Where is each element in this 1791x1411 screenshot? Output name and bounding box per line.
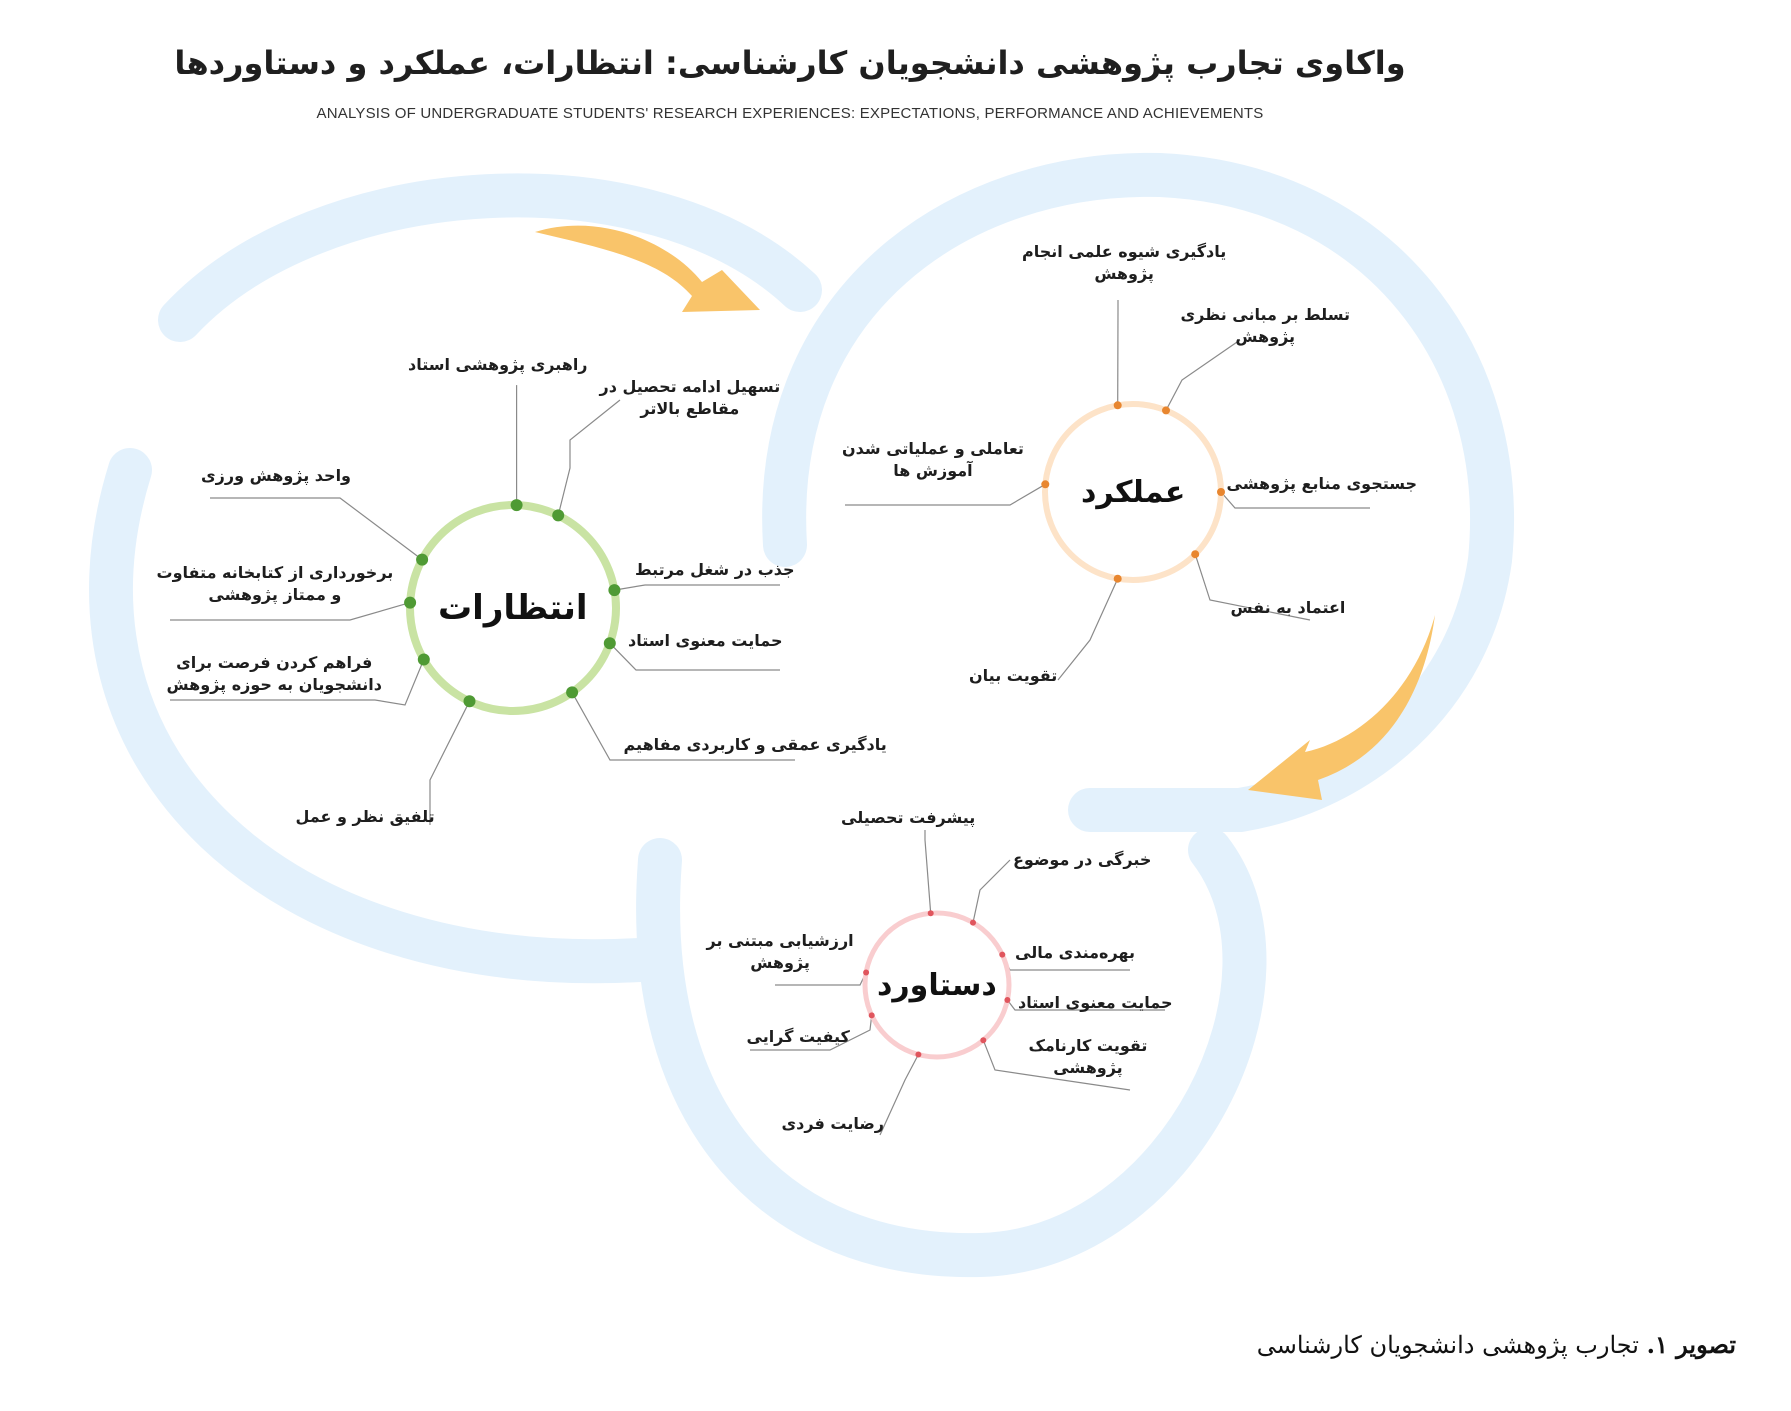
leader-performance-4 xyxy=(1057,578,1119,681)
node-dot-performance-5 xyxy=(1041,480,1050,489)
diagram-title: واکاوی تجارب پژوهشی دانشجویان کارشناسی: … xyxy=(174,44,1406,82)
node-dot-performance-4 xyxy=(1113,574,1122,583)
background-cycle-rings xyxy=(89,152,1514,1278)
caption-number: تصویر ۱. xyxy=(1646,1330,1736,1359)
node-label-achievements-5: رضایت فردی xyxy=(781,1114,885,1133)
node-label-expectations-4: یادگیری عمقی و کاربردی مفاهیم xyxy=(623,735,887,754)
node-dot-expectations-4 xyxy=(566,686,579,699)
figure-caption: تصویر ۱. تجارب پژوهشی دانشجویان کارشناسی xyxy=(1257,1330,1736,1359)
node-dot-achievements-0 xyxy=(927,910,934,917)
node-label-expectations-5: تلفیق نظر و عمل xyxy=(295,807,435,826)
node-dot-expectations-6 xyxy=(417,653,430,666)
leader-lines xyxy=(170,300,1370,1136)
node-dot-expectations-0 xyxy=(510,499,523,512)
hub-title-performance: عملکرد xyxy=(1081,474,1186,510)
node-dot-achievements-4 xyxy=(980,1037,987,1044)
caption-text: تجارب پژوهشی دانشجویان کارشناسی xyxy=(1256,1331,1647,1359)
node-label-expectations-2: جذب در شغل مرتبط xyxy=(635,560,795,579)
ring-arc-top-left xyxy=(158,173,822,342)
hub-title-expectations: انتظارات xyxy=(438,588,588,628)
node-dot-achievements-7 xyxy=(863,969,870,976)
leader-achievements-3 xyxy=(1006,999,1165,1011)
leader-expectations-6 xyxy=(170,659,425,706)
node-label-achievements-3: حمایت معنوی استاد xyxy=(1018,993,1173,1012)
node-label-achievements-2: بهره‌مندی مالی xyxy=(1015,943,1135,962)
node-label-achievements-1: خبرگی در موضوع xyxy=(1013,850,1152,869)
leader-achievements-0 xyxy=(924,830,932,914)
ring-arc-right xyxy=(762,152,1514,832)
leader-achievements-7 xyxy=(775,972,867,986)
node-label-performance-4: تقویت بیان xyxy=(969,666,1058,685)
node-dot-expectations-3 xyxy=(603,637,616,650)
node-dot-expectations-8 xyxy=(416,553,429,566)
node-dot-achievements-5 xyxy=(915,1051,922,1058)
cycle-arrows xyxy=(535,225,1435,800)
diagram-subtitle: ANALYSIS OF UNDERGRADUATE STUDENTS' RESE… xyxy=(316,105,1264,122)
ring-arc-bottom xyxy=(636,828,1267,1278)
node-dot-achievements-2 xyxy=(999,951,1006,958)
node-label-achievements-6: کیفیت گرایی xyxy=(746,1027,850,1046)
node-label-expectations-3: حمایت معنوی استاد xyxy=(628,631,783,650)
node-label-achievements-0: پیشرفت تحصیلی xyxy=(841,808,976,827)
leader-expectations-3 xyxy=(609,642,780,671)
hub-title-achievements: دستاورد xyxy=(877,967,997,1003)
node-dot-achievements-3 xyxy=(1004,997,1011,1003)
node-dot-performance-1 xyxy=(1162,406,1170,415)
node-label-performance-3: اعتماد به نفس xyxy=(1230,598,1346,617)
node-dot-performance-3 xyxy=(1191,550,1200,559)
node-label-expectations-8: واحد پژوهش ورزی xyxy=(201,466,351,485)
node-dot-expectations-7 xyxy=(404,596,417,609)
hub-circles xyxy=(404,401,1225,1060)
node-dot-achievements-1 xyxy=(970,919,976,926)
leader-performance-2 xyxy=(1220,491,1370,509)
node-label-expectations-0: راهبری پژوهشی استاد xyxy=(408,355,588,374)
leader-achievements-6 xyxy=(750,1015,873,1051)
arrow-to-achievements xyxy=(1248,615,1435,800)
node-label-performance-2: جستجوی منابع پژوهشی xyxy=(1226,474,1418,493)
leader-performance-5 xyxy=(845,483,1046,506)
leader-expectations-1 xyxy=(557,399,621,516)
node-dot-performance-2 xyxy=(1217,488,1225,496)
arrow-to-performance xyxy=(535,225,760,312)
node-dot-expectations-5 xyxy=(463,695,476,708)
leader-expectations-8 xyxy=(210,497,423,561)
leader-achievements-5 xyxy=(879,1054,919,1136)
node-dot-expectations-1 xyxy=(552,509,565,522)
leader-expectations-2 xyxy=(614,584,780,591)
node-dot-achievements-6 xyxy=(868,1012,875,1019)
leader-achievements-1 xyxy=(972,859,1011,923)
leader-performance-3 xyxy=(1194,554,1311,621)
leader-performance-1 xyxy=(1165,339,1241,411)
node-dot-expectations-2 xyxy=(608,584,621,597)
ring-arc-left xyxy=(89,448,662,984)
leader-achievements-4 xyxy=(982,1039,1131,1091)
hub-circle-achievements xyxy=(862,910,1012,1060)
leader-expectations-5 xyxy=(429,701,471,825)
node-dot-performance-0 xyxy=(1113,401,1122,410)
leader-expectations-7 xyxy=(170,602,411,621)
leader-expectations-4 xyxy=(571,692,795,761)
